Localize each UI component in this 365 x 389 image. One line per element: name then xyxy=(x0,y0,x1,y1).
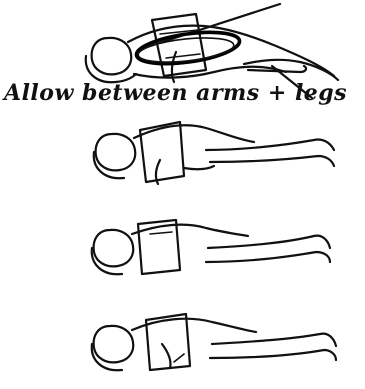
figure-4-pillow-under-hips xyxy=(92,314,336,370)
annotation-label: Allow between arms + legs xyxy=(4,80,364,124)
figure-3-pillow-under-torso xyxy=(92,220,330,274)
figure-2-pillow-under-chest xyxy=(94,122,334,184)
